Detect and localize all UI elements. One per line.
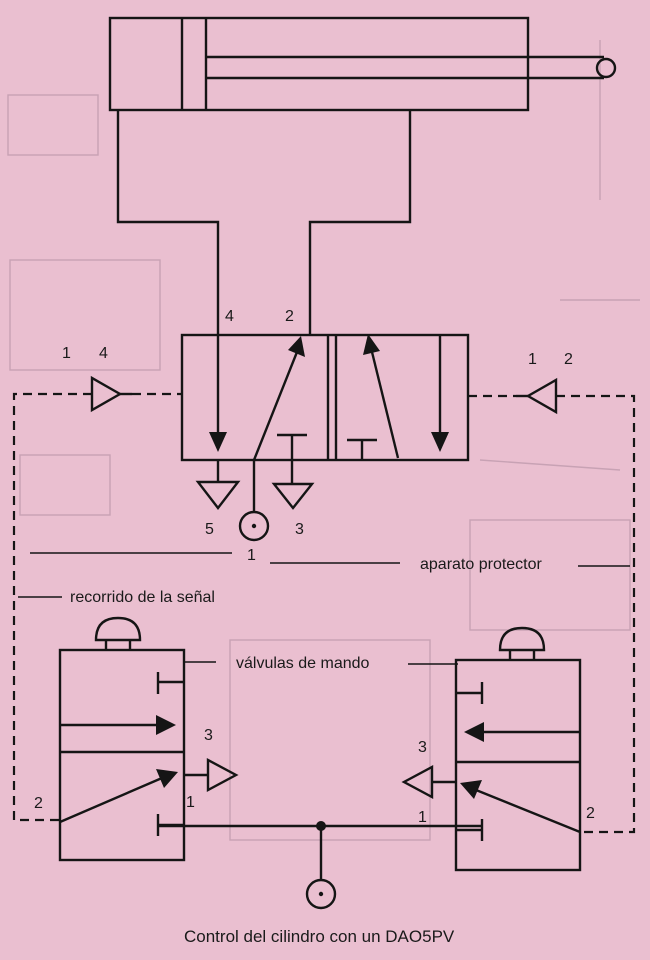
main-5-2-valve (180, 333, 470, 462)
piston-rod-eye (595, 57, 617, 79)
left-pilot-1-label: 1 (62, 345, 71, 362)
left-valve-port-3-label: 3 (204, 727, 213, 744)
right-valve-port-2-label: 2 (586, 805, 595, 822)
figure-caption: Control del cilindro con un DAO5PV (184, 927, 455, 946)
line-cylinder-to-port-2 (308, 110, 412, 335)
right-valve-port-1-label: 1 (418, 809, 427, 826)
exhaust-3-triangle (271, 482, 315, 510)
right-valve-port-3-label: 3 (418, 739, 427, 756)
left-pilot-4-label: 4 (99, 345, 108, 362)
supply-source-icon (305, 878, 337, 910)
port-3-label: 3 (295, 521, 304, 538)
double-acting-cylinder (108, 16, 617, 112)
control-valves-label: válvulas de mando (236, 655, 370, 672)
right-control-valve (454, 626, 582, 872)
left-pilot-triangle (90, 375, 123, 413)
left-push-button-icon (94, 616, 142, 642)
left-valve-port-2-label: 2 (34, 795, 43, 812)
port-2-label: 2 (285, 308, 294, 325)
signal-path-label: recorrido de la señal (70, 589, 215, 606)
port-4-label: 4 (225, 308, 234, 325)
line-cylinder-to-port-4 (116, 110, 220, 335)
left-signal-path (12, 392, 92, 822)
right-valve-exhaust-triangle (401, 764, 434, 800)
left-control-valve (58, 616, 186, 862)
port-5-label: 5 (205, 521, 214, 538)
left-valve-port-1-label: 1 (186, 794, 195, 811)
right-pilot-1-label: 1 (528, 351, 537, 368)
left-valve-exhaust-triangle (206, 757, 239, 793)
right-signal-path (556, 394, 636, 834)
port-1-label: 1 (247, 547, 256, 564)
protector-label: aparato protector (420, 556, 543, 573)
background-show-through (7, 40, 640, 841)
right-pilot-triangle (525, 377, 558, 415)
exhaust-5-triangle (195, 480, 241, 510)
supply-1-source-icon (238, 510, 270, 542)
right-push-button-icon (498, 626, 546, 652)
right-pilot-2-label: 2 (564, 351, 573, 368)
